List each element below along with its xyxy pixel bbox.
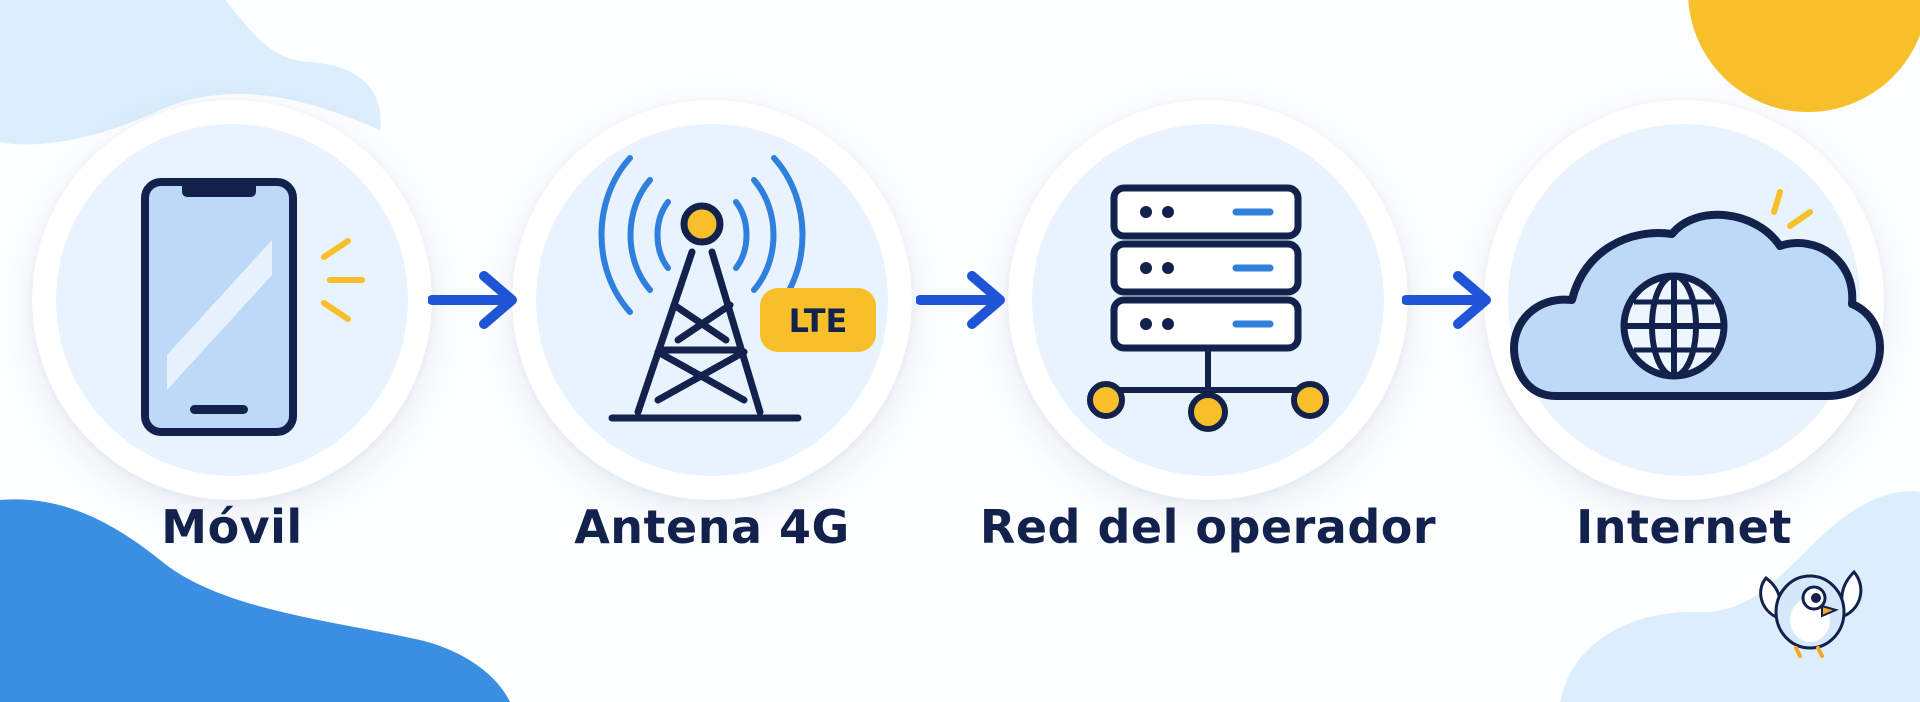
top-right-yellow-blob xyxy=(1688,0,1920,112)
step-label-internet: Internet xyxy=(1576,500,1792,554)
cloud-globe-icon xyxy=(1510,189,1884,400)
arrow-right-icon xyxy=(916,271,1005,329)
step-label-movil: Móvil xyxy=(161,500,303,554)
lte-badge xyxy=(760,288,876,352)
step-label-red-del-operador: Red del operador xyxy=(979,500,1437,554)
step-label-antena-4g: Antena 4G xyxy=(574,500,850,554)
bird-mascot-icon xyxy=(1759,569,1863,658)
arrow-right-icon xyxy=(1402,271,1491,329)
bottom-left-blue-blob xyxy=(0,499,510,702)
arrow-right-icon xyxy=(428,271,517,329)
phone-icon xyxy=(141,178,365,436)
step-circle-movil xyxy=(32,100,432,500)
cell-tower-icon: LTE xyxy=(598,155,876,422)
lte-badge-text: LTE xyxy=(789,302,848,340)
top-left-light-blob xyxy=(0,0,381,145)
server-network-icon xyxy=(1087,184,1329,432)
bottom-right-light-blob xyxy=(1560,491,1920,702)
step-circle-antena-4g: LTE xyxy=(512,100,912,500)
step-circle-internet xyxy=(1484,100,1884,500)
step-circle-red-del-operador xyxy=(1008,100,1408,500)
